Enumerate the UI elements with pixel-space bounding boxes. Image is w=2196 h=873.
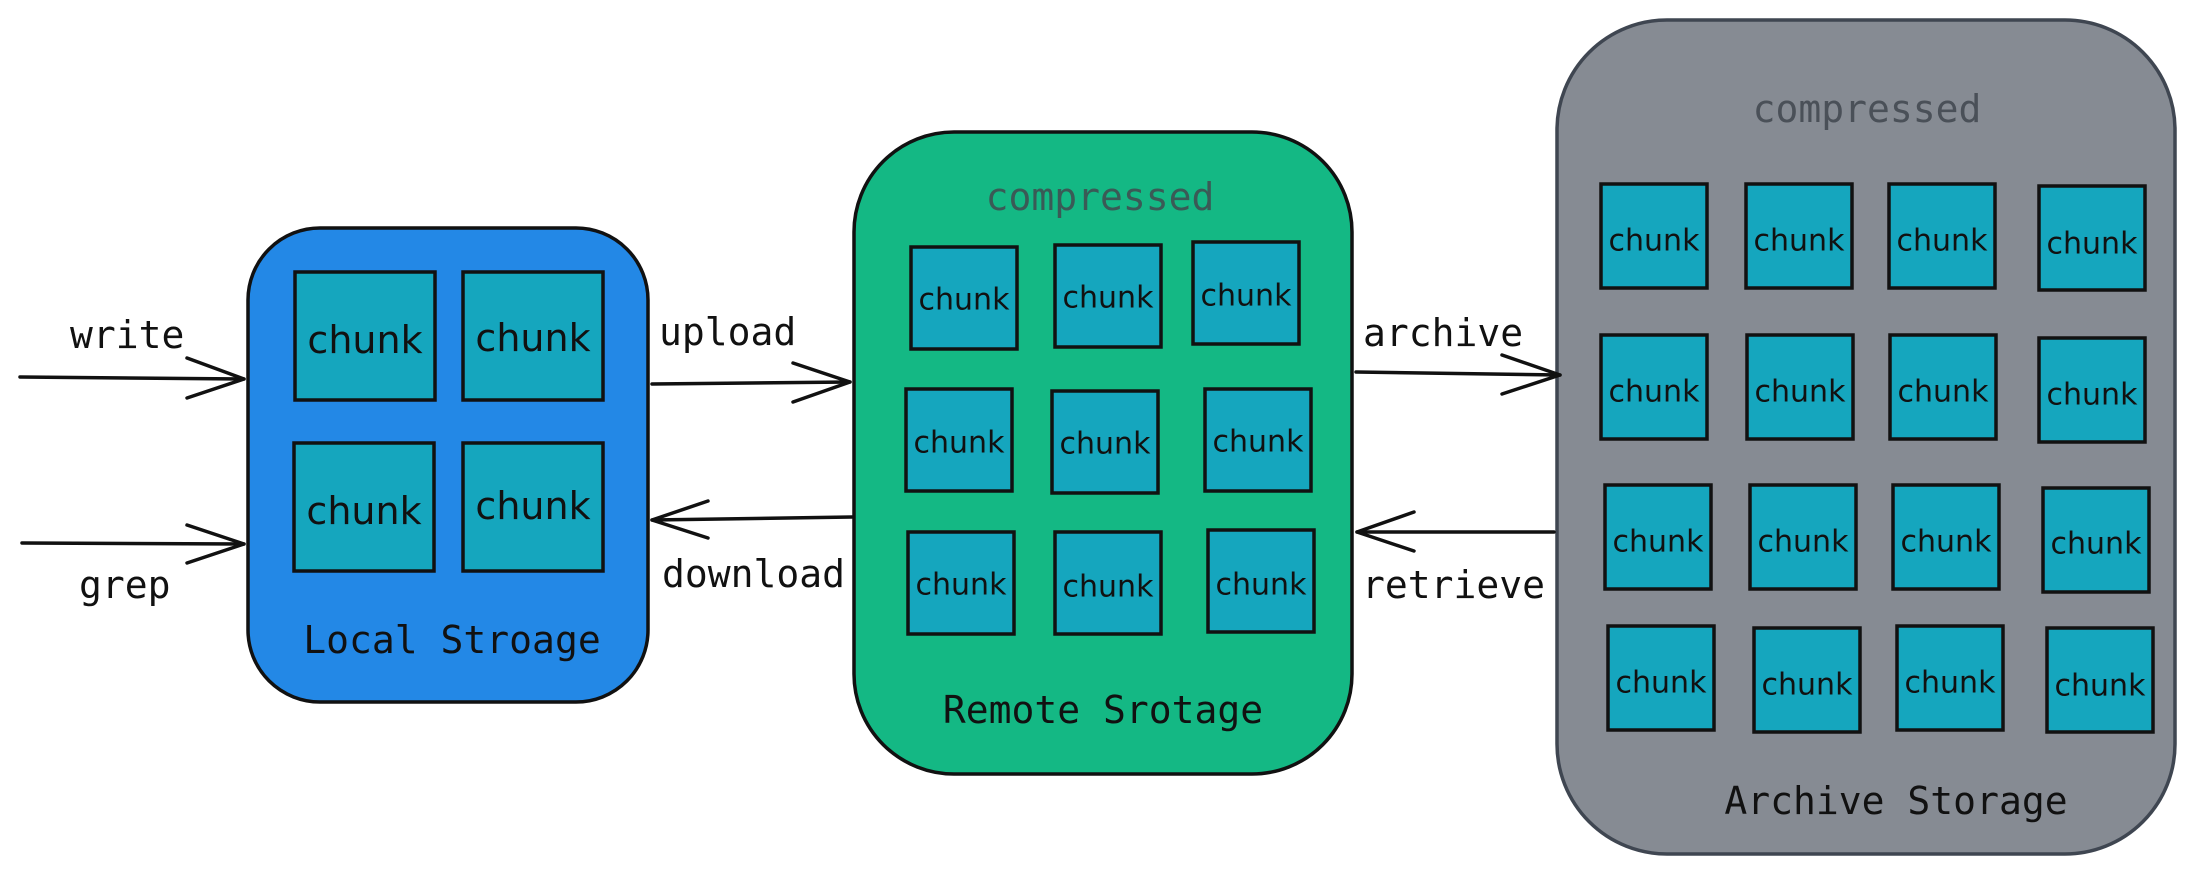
svg-text:chunk: chunk	[1754, 224, 1846, 259]
chunk: chunk	[1887, 182, 1997, 290]
svg-text:chunk: chunk	[1216, 568, 1308, 603]
svg-text:chunk: chunk	[1901, 525, 1993, 560]
chunk: chunk	[1206, 528, 1316, 634]
svg-text:chunk: chunk	[1897, 224, 1989, 259]
svg-text:chunk: chunk	[2055, 669, 2147, 704]
svg-text:chunk: chunk	[916, 568, 1008, 603]
upload-label: upload	[659, 310, 796, 354]
svg-text:chunk: chunk	[1609, 375, 1701, 410]
upload-arrow	[650, 361, 852, 404]
svg-text:chunk: chunk	[1201, 279, 1293, 314]
svg-text:chunk: chunk	[1762, 668, 1854, 703]
svg-text:chunk: chunk	[307, 318, 422, 362]
chunk: chunk	[1745, 333, 1855, 441]
chunk: chunk	[909, 245, 1019, 351]
chunk: chunk	[1748, 483, 1858, 591]
local-chunk-grid: chunk chunk chunk chunk	[292, 270, 605, 573]
svg-text:chunk: chunk	[1755, 375, 1847, 410]
grep-label: grep	[79, 563, 171, 607]
archive-arrow	[1354, 353, 1562, 396]
svg-text:chunk: chunk	[1609, 224, 1701, 259]
chunk: chunk	[1599, 182, 1709, 290]
chunk: chunk	[1050, 389, 1160, 495]
svg-text:chunk: chunk	[475, 316, 590, 360]
write-arrow	[18, 356, 246, 400]
svg-text:chunk: chunk	[2051, 527, 2143, 562]
svg-text:chunk: chunk	[1905, 666, 1997, 701]
chunk: chunk	[1191, 240, 1301, 346]
svg-text:chunk: chunk	[1063, 570, 1155, 605]
write-label: write	[70, 313, 184, 357]
chunk: chunk	[1603, 483, 1713, 591]
local-storage-title: Local Stroage	[303, 618, 600, 662]
chunk: chunk	[1203, 387, 1313, 493]
svg-text:chunk: chunk	[1898, 375, 1990, 410]
grep-arrow	[20, 523, 246, 565]
chunk: chunk	[2041, 486, 2151, 594]
chunk: chunk	[461, 441, 605, 573]
chunk: chunk	[292, 441, 436, 573]
archive-compressed-label: compressed	[1753, 87, 1982, 131]
chunk: chunk	[1053, 530, 1163, 636]
chunk: chunk	[293, 270, 437, 402]
svg-text:chunk: chunk	[1063, 281, 1155, 316]
chunk: chunk	[1891, 483, 2001, 591]
svg-text:chunk: chunk	[2047, 227, 2139, 262]
chunk: chunk	[1752, 626, 1862, 734]
svg-text:chunk: chunk	[1213, 425, 1305, 460]
svg-text:chunk: chunk	[1060, 427, 1152, 462]
download-arrow	[650, 499, 854, 540]
archive-chunk-grid: chunk chunk chunk chunk chunk chunk chun…	[1599, 182, 2155, 734]
remote-compressed-label: compressed	[986, 175, 1215, 219]
chunk: chunk	[2037, 336, 2147, 444]
chunk: chunk	[1599, 333, 1709, 441]
chunk: chunk	[1744, 182, 1854, 290]
svg-text:chunk: chunk	[1758, 525, 1850, 560]
svg-text:chunk: chunk	[914, 426, 1006, 461]
svg-text:chunk: chunk	[919, 283, 1011, 318]
chunk: chunk	[1053, 243, 1163, 349]
chunk: chunk	[904, 387, 1014, 493]
archive-storage-title: Archive Storage	[1724, 779, 2067, 823]
retrieve-label: retrieve	[1362, 563, 1545, 607]
remote-storage-title: Remote Srotage	[943, 688, 1263, 732]
chunk: chunk	[906, 530, 1016, 636]
retrieve-arrow	[1355, 510, 1556, 553]
chunk: chunk	[2045, 626, 2155, 734]
chunk: chunk	[1606, 624, 1716, 732]
chunk: chunk	[2037, 184, 2147, 292]
archive-label: archive	[1363, 311, 1523, 355]
download-label: download	[662, 552, 845, 596]
remote-chunk-grid: chunk chunk chunk chunk chunk chunk chun…	[904, 240, 1316, 636]
chunk: chunk	[1888, 333, 1998, 441]
svg-text:chunk: chunk	[1616, 666, 1708, 701]
chunk: chunk	[1895, 624, 2005, 732]
svg-text:chunk: chunk	[306, 489, 421, 533]
svg-text:chunk: chunk	[2047, 378, 2139, 413]
svg-text:chunk: chunk	[475, 484, 590, 528]
svg-text:chunk: chunk	[1613, 525, 1705, 560]
chunk: chunk	[461, 270, 605, 402]
